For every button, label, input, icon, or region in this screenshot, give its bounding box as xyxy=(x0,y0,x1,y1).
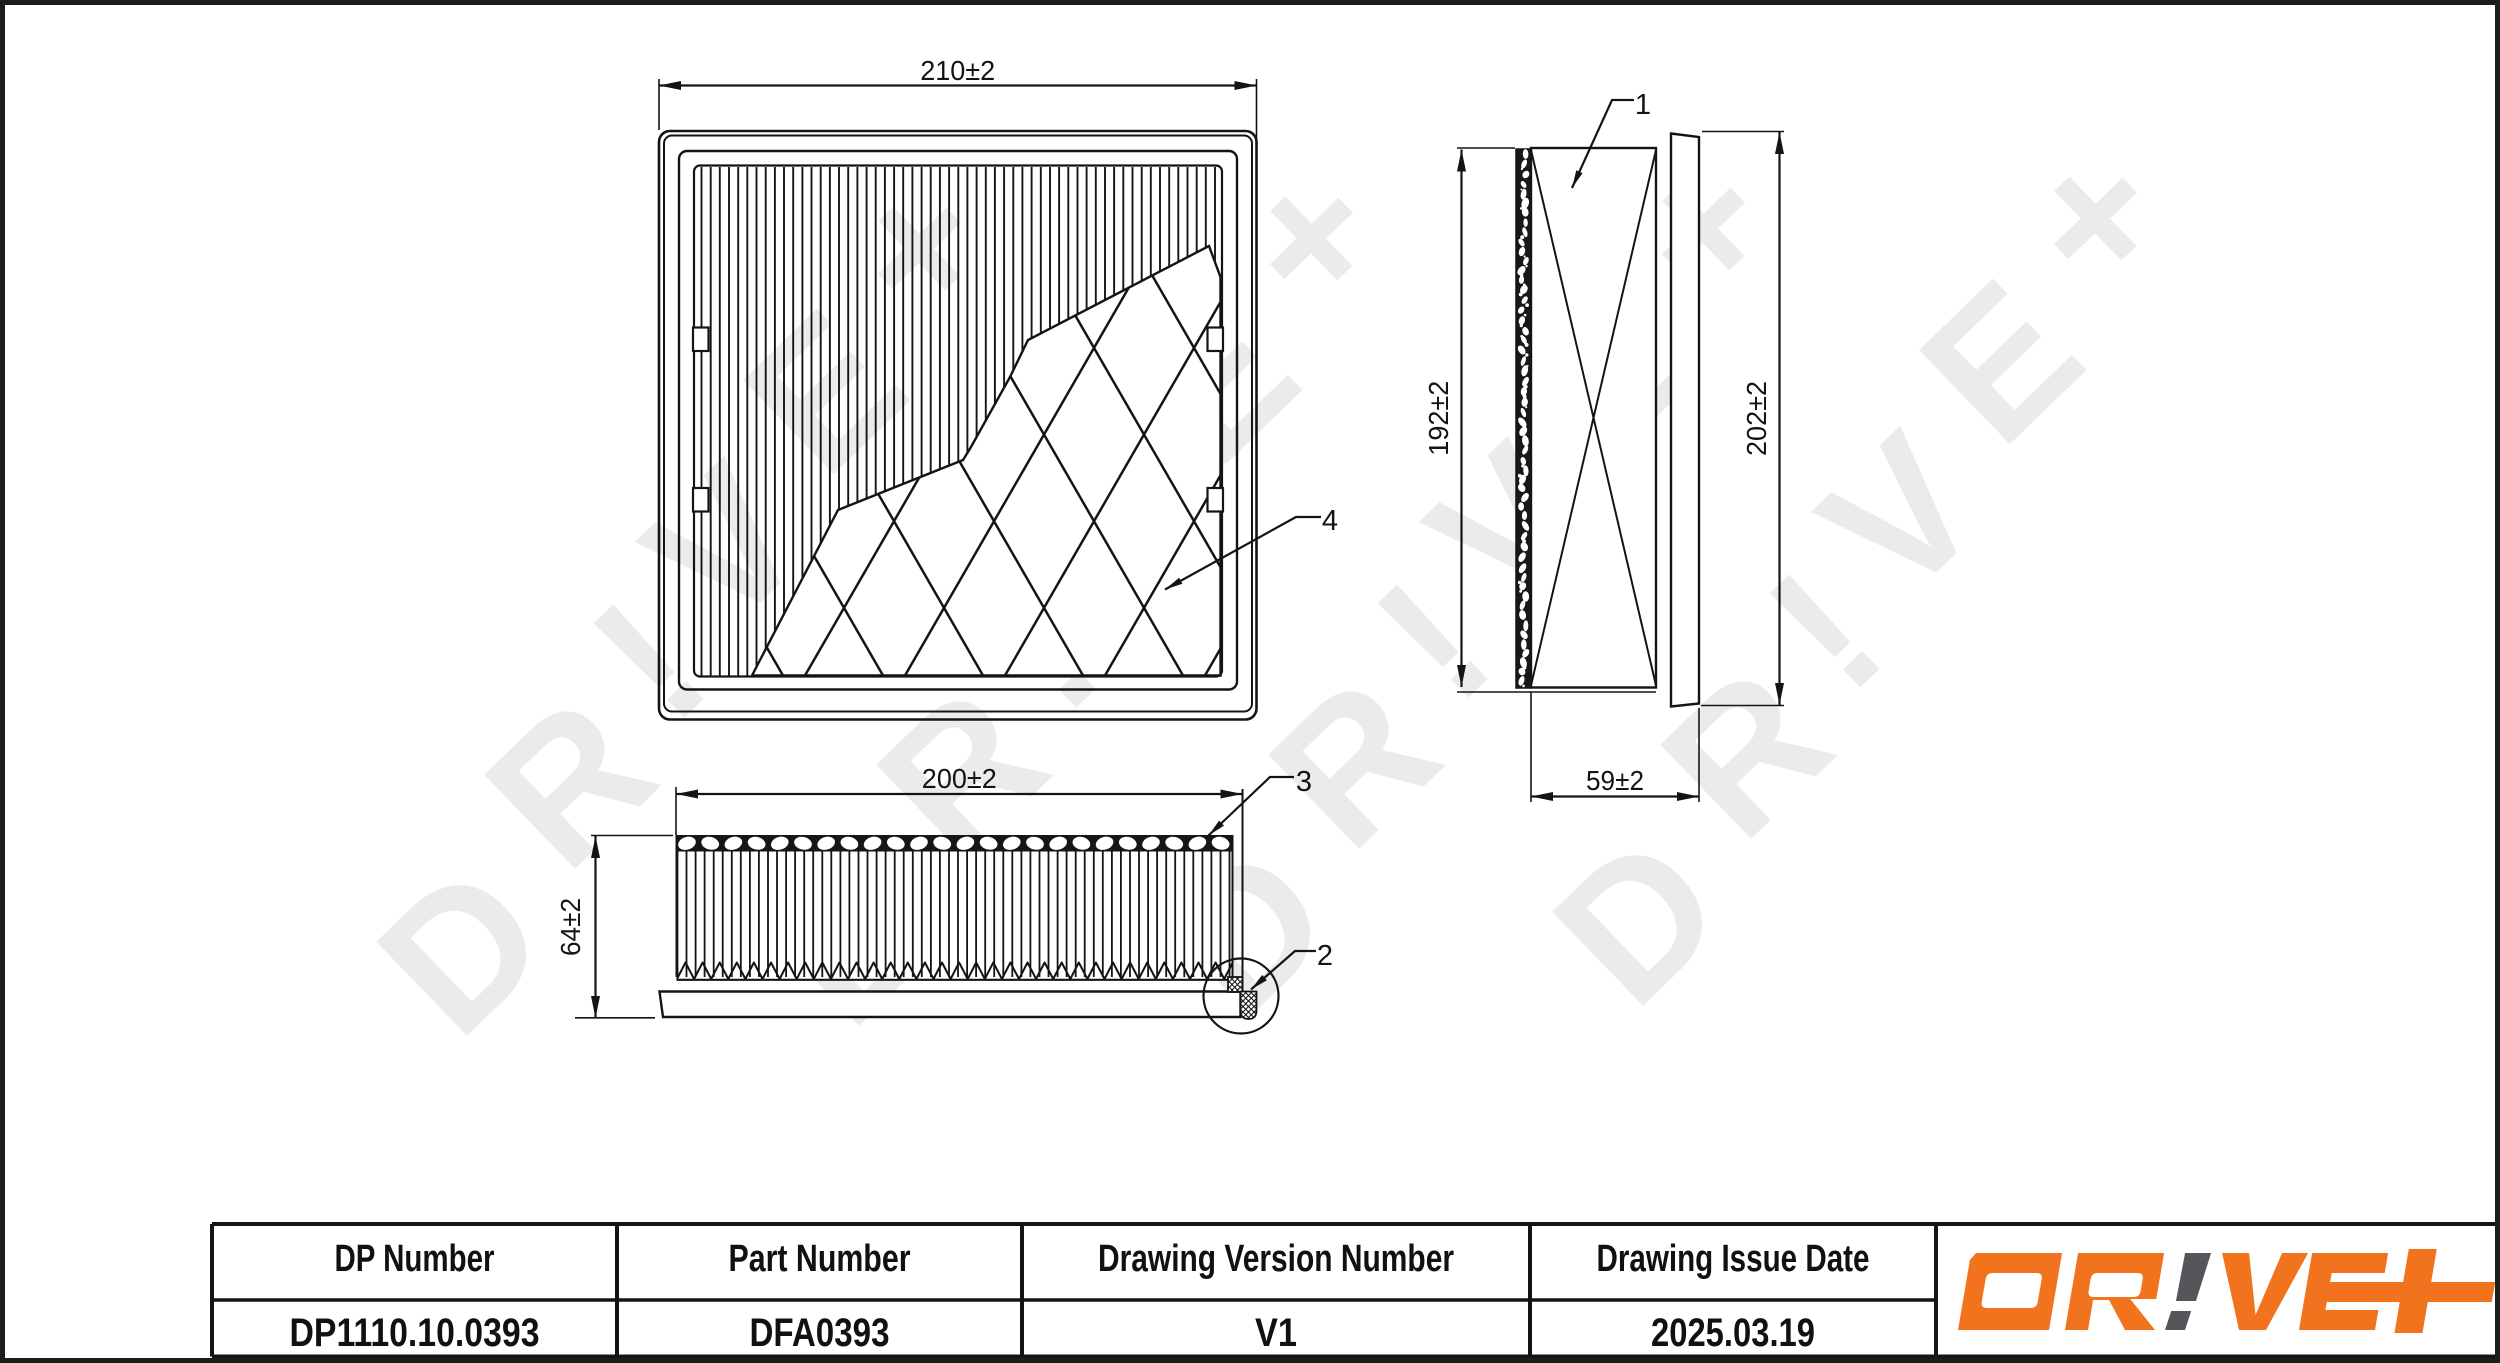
svg-text:210±2: 210±2 xyxy=(920,55,995,86)
svg-text:Part Number: Part Number xyxy=(729,1238,911,1280)
svg-text:2025.03.19: 2025.03.19 xyxy=(1651,1311,1815,1355)
svg-text:4: 4 xyxy=(1322,505,1338,537)
svg-text:202±2: 202±2 xyxy=(1741,381,1772,456)
svg-text:192±2: 192±2 xyxy=(1423,381,1454,456)
svg-text:3: 3 xyxy=(1296,766,1312,798)
svg-text:DFA0393: DFA0393 xyxy=(750,1311,890,1355)
svg-text:64±2: 64±2 xyxy=(555,898,586,956)
svg-text:V1: V1 xyxy=(1255,1311,1297,1355)
svg-text:1: 1 xyxy=(1635,89,1651,121)
svg-text:DP Number: DP Number xyxy=(335,1238,495,1280)
svg-text:DP1110.10.0393: DP1110.10.0393 xyxy=(290,1311,540,1355)
svg-text:Drawing Version Number: Drawing Version Number xyxy=(1098,1238,1454,1280)
svg-text:59±2: 59±2 xyxy=(1586,765,1644,796)
svg-text:Drawing Issue Date: Drawing Issue Date xyxy=(1597,1238,1870,1280)
svg-text:2: 2 xyxy=(1317,940,1333,972)
svg-text:200±2: 200±2 xyxy=(922,763,997,794)
